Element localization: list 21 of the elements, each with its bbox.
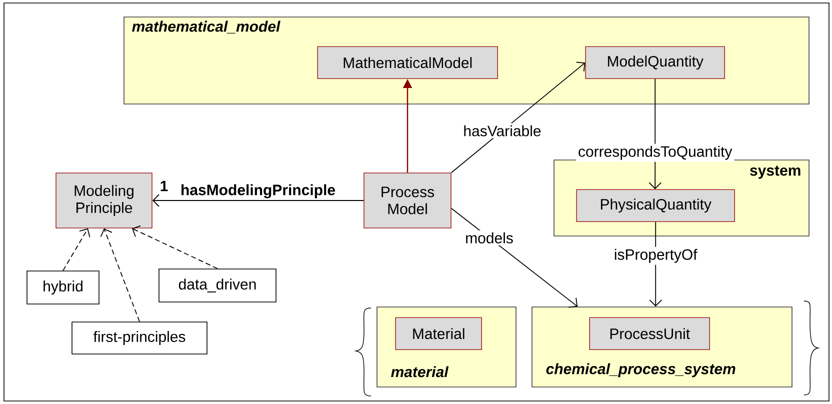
multiplicity-label: 1: [160, 180, 168, 192]
class-box: MathematicalModel: [317, 46, 498, 79]
edge-label: hasModelingPrinciple: [182, 184, 336, 198]
instance-box: data_driven: [158, 268, 276, 302]
edge-label: hasVariable: [461, 123, 544, 138]
edge-label: isPropertyOf: [612, 246, 700, 265]
class-box: ProcessUnit: [589, 317, 710, 350]
instance-box: hybrid: [26, 270, 100, 304]
edge-label: models: [463, 230, 516, 246]
class-box: Material: [395, 317, 482, 350]
class-box: Process Model: [364, 172, 452, 228]
arrow: [100, 228, 140, 322]
arrow: [62, 228, 90, 272]
instance-box: first-principles: [72, 322, 208, 354]
class-box: ModelQuantity: [585, 46, 725, 79]
class-box: PhysicalQuantity: [576, 189, 735, 222]
arrow: [450, 62, 586, 174]
arrow: [132, 225, 218, 270]
class-box: Modeling Principle: [56, 172, 152, 228]
arrow: [152, 194, 364, 207]
edge-label: correspondsToQuantity: [576, 144, 734, 162]
